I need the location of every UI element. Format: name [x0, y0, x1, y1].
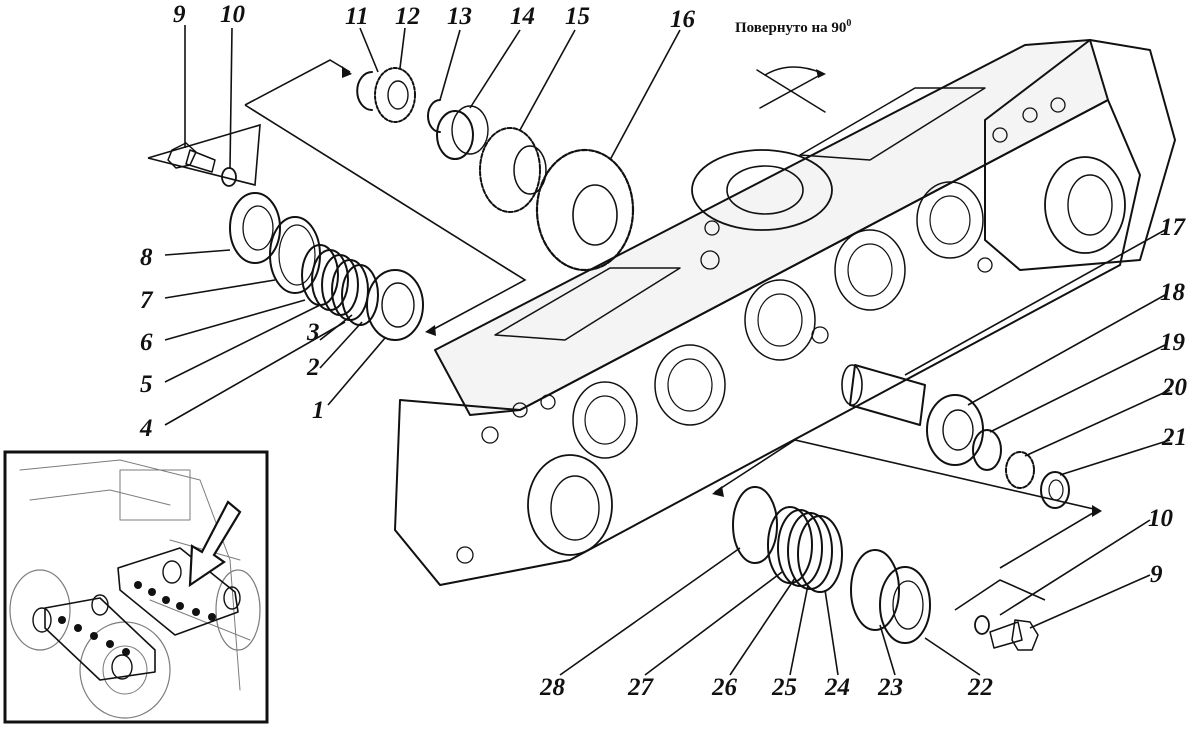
bearing-18 [926, 394, 984, 466]
callout-14: 14 [510, 3, 535, 30]
callout-12: 12 [395, 3, 420, 30]
callout-15: 15 [565, 3, 590, 30]
callout-26: 26 [711, 674, 738, 701]
location-arrow [188, 500, 242, 588]
callout-10-upper: 10 [220, 1, 246, 28]
callout-1: 1 [312, 397, 325, 424]
callout-2: 2 [306, 354, 320, 381]
shaft-17 [841, 364, 926, 426]
callout-23: 23 [877, 674, 903, 701]
callout-13: 13 [447, 3, 472, 30]
callout-27: 27 [627, 674, 655, 701]
callout-17: 17 [1160, 214, 1187, 241]
callout-11: 11 [345, 3, 369, 30]
callout-21: 21 [1161, 424, 1187, 451]
callout-3: 3 [306, 319, 320, 346]
ring-19 [972, 429, 1002, 471]
callout-24: 24 [824, 674, 850, 701]
gearbox-housing [394, 39, 1176, 586]
callout-28: 28 [539, 674, 566, 701]
callout-4: 4 [139, 415, 153, 442]
assembly-lines-upper-left [147, 59, 527, 336]
location-inset [3, 450, 269, 724]
callout-18: 18 [1160, 279, 1186, 306]
washer-10-lower [974, 615, 990, 635]
gasket-23 [850, 549, 900, 631]
callout-22: 22 [967, 674, 993, 701]
rotation-caption: Повернуто на 900 [735, 18, 851, 36]
cover-8-upper [229, 192, 281, 264]
callout-8: 8 [140, 244, 153, 271]
callout-19: 19 [1160, 329, 1186, 356]
hub-14 [436, 105, 489, 160]
callout-labels: 9 10 11 12 13 14 15 16 8 7 6 5 4 3 2 1 1… [139, 1, 1188, 701]
ring-28 [732, 486, 778, 564]
bearing-1-upper [366, 269, 424, 341]
shim-pack-lower [767, 506, 843, 593]
callout-5: 5 [140, 371, 153, 398]
bolt-9-upper [167, 142, 216, 173]
snap-ring-13 [427, 99, 441, 133]
callout-6: 6 [140, 329, 153, 356]
callout-16: 16 [670, 6, 696, 33]
cover-22 [879, 566, 931, 644]
lock-washer-20 [1005, 451, 1035, 489]
snap-ring-11 [356, 71, 373, 111]
bolt-9-lower [989, 619, 1039, 651]
callout-7: 7 [140, 287, 154, 314]
callout-10-lower: 10 [1148, 505, 1174, 532]
washer-10-upper [221, 167, 237, 187]
gear-16 [535, 148, 635, 272]
callout-25: 25 [771, 674, 797, 701]
rotation-90-symbol [756, 66, 826, 113]
leader-lines [164, 25, 1171, 676]
assembly-lines-lower-right [712, 439, 1102, 611]
gear-15 [479, 127, 547, 213]
shim-pack-upper [301, 244, 379, 326]
callout-9-upper: 9 [173, 1, 186, 28]
gear-12 [374, 67, 416, 123]
callout-20: 20 [1161, 374, 1188, 401]
callout-9-lower: 9 [1150, 561, 1163, 588]
